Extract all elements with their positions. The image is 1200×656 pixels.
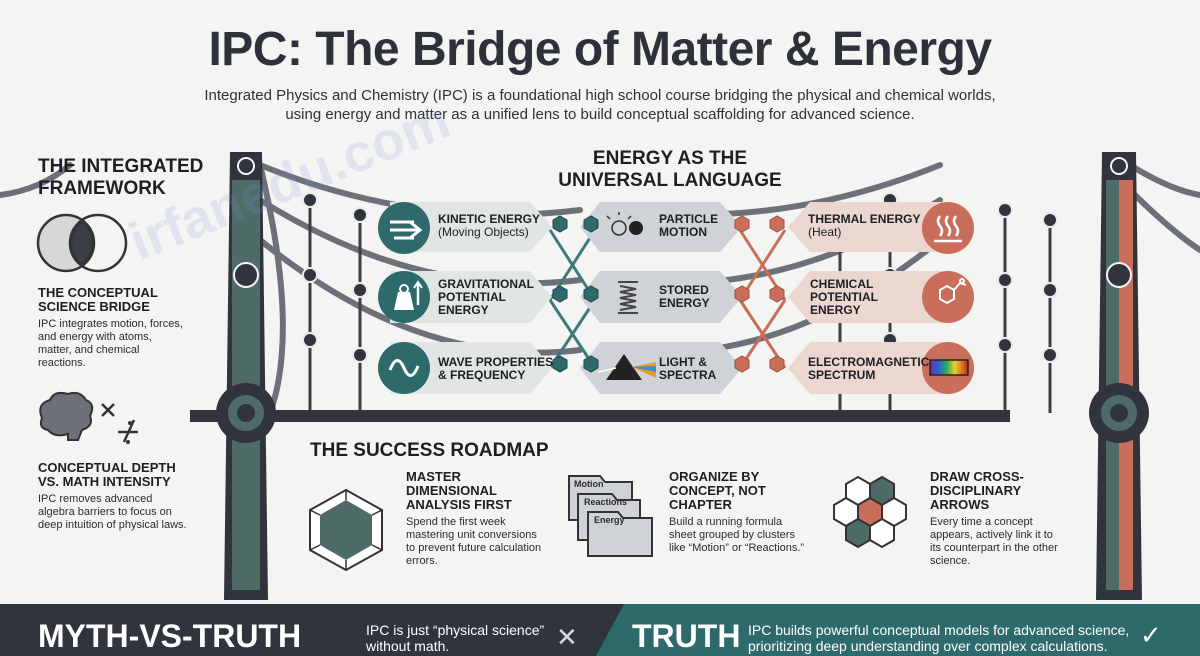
node-thermal-energy: THERMAL ENERGY(Heat) — [808, 212, 921, 239]
energy-heading: ENERGY AS THE UNIVERSAL LANGUAGE — [558, 148, 782, 191]
molecule-icon — [939, 278, 967, 305]
folder-label-motion: Motion — [574, 479, 604, 489]
page-subtitle: Integrated Physics and Chemistry (IPC) i… — [204, 87, 996, 123]
truth-heading: TRUTH — [632, 618, 741, 654]
node-light-spectra: LIGHT &SPECTRA — [659, 355, 717, 382]
prism-icon — [597, 354, 656, 380]
folder-label-reactions: Reactions — [584, 497, 628, 507]
node-wave-properties: WAVE PROPERTIES& FREQUENCY — [438, 355, 554, 382]
hexagon-cube-icon — [309, 488, 383, 572]
arrows-right-icon — [390, 220, 423, 240]
folders-icon — [568, 475, 653, 557]
myth-text: IPC is just “physical science” without m… — [366, 622, 545, 654]
node-kinetic-energy: KINETIC ENERGY(Moving Objects) — [438, 212, 541, 239]
venn-diagram-icon — [36, 213, 128, 273]
spring-icon — [618, 281, 638, 314]
folder-label-energy: Energy — [594, 515, 625, 525]
close-icon: ✕ — [556, 622, 578, 652]
roadmap-heading: THE SUCCESS ROADMAP — [310, 440, 549, 461]
chemistry-nodes — [788, 202, 974, 394]
particles-icon — [606, 212, 643, 236]
wave-icon — [388, 359, 420, 377]
heat-icon — [934, 215, 962, 243]
framework-heading: THE INTEGRATED FRAMEWORK — [38, 156, 204, 199]
framework-item-bridge: THE CONCEPTUAL SCIENCE BRIDGE IPC integr… — [38, 285, 183, 370]
myth-heading: MYTH-VS-TRUTH — [38, 618, 302, 654]
hex-network-icon — [833, 475, 907, 549]
roadmap-step-3: DRAW CROSS- DISCIPLINARY ARROWS Every ti… — [930, 469, 1058, 568]
page-title: IPC: The Bridge of Matter & Energy — [208, 23, 992, 76]
myth-truth-banner — [0, 604, 1200, 656]
check-icon: ✓ — [1140, 620, 1162, 650]
weight-icon — [394, 280, 423, 310]
brain-math-icon — [39, 391, 138, 444]
truth-panel — [596, 604, 1200, 656]
spectrum-icon — [929, 359, 969, 376]
roadmap-step-1: MASTER DIMENSIONAL ANALYSIS FIRST Spend … — [406, 469, 542, 568]
roadmap-step-2: ORGANIZE BY CONCEPT, NOT CHAPTER Build a… — [669, 469, 805, 555]
framework-item-depth: CONCEPTUAL DEPTH VS. MATH INTENSITY IPC … — [38, 460, 187, 532]
truth-text: IPC builds powerful conceptual models fo… — [748, 622, 1130, 654]
